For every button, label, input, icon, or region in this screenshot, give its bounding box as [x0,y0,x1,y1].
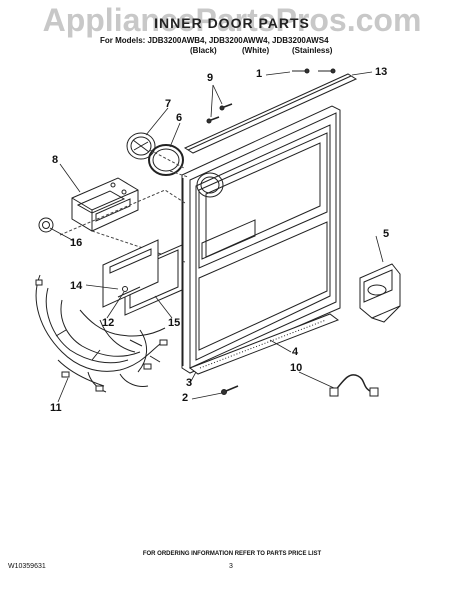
callout-6: 6 [176,112,183,124]
callout-2: 2 [182,392,189,404]
callout-5: 5 [383,228,390,240]
callout-16: 16 [70,237,83,249]
part-11-wire-harness [35,274,168,393]
part-8-control-module [71,177,139,232]
callout-15: 15 [168,317,181,329]
callout-8: 8 [52,154,59,166]
ordering-info: FOR ORDERING INFORMATION REFER TO PARTS … [142,551,322,557]
callout-9: 9 [207,72,214,84]
inner-door-panel [181,105,341,374]
part-2-screw [221,385,239,395]
callout-13: 13 [375,66,388,78]
part-4-bottom-strip [188,313,340,375]
callout-leaders [49,71,384,403]
part-10-cable [329,374,379,397]
document-number: W10359631 [8,563,46,570]
part-6-gasket [148,144,184,176]
part-13-vent-strip [183,73,358,154]
color-stainless: (Stainless) [292,46,333,55]
callout-12: 12 [102,317,115,329]
callout-11: 11 [50,402,62,414]
callout-1: 1 [256,68,263,80]
part-5-dispenser [359,263,401,323]
color-black: (Black) [190,46,217,55]
watermark: AppliancePartsPros.com [42,2,422,38]
part-7-cap [126,132,156,160]
models-line: For Models: JDB3200AWB4, JDB3200AWW4, JD… [100,36,329,45]
part-16-knob [38,217,54,233]
callout-14: 14 [70,280,83,292]
diagram-title: INNER DOOR PARTS [154,15,310,31]
part-9-screws [206,103,233,124]
callout-10: 10 [290,362,303,374]
page-number: 3 [229,563,233,570]
callout-3: 3 [186,377,193,389]
callout-4: 4 [292,346,299,358]
color-white: (White) [242,46,270,55]
callout-7: 7 [165,98,172,110]
part-1-screws [292,68,336,74]
